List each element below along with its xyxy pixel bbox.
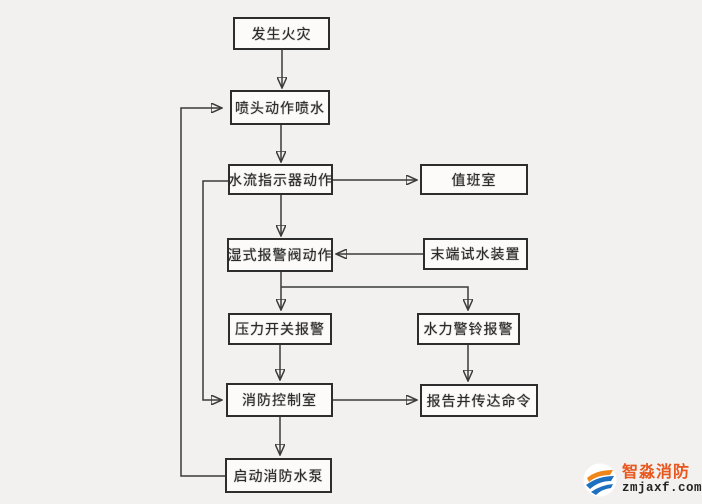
node-fire-control-room: 消防控制室 xyxy=(226,383,333,417)
node-pressure-switch-alarm: 压力开关报警 xyxy=(228,313,332,345)
node-hydraulic-alarm-bell: 水力警铃报警 xyxy=(417,313,520,345)
brand-text-block: 智淼消防 zmjaxf.com xyxy=(622,463,702,496)
node-end-test-device: 末端试水装置 xyxy=(423,238,528,270)
node-report-command: 报告并传达命令 xyxy=(420,384,538,417)
arrow-wetvalve-to-bell xyxy=(281,286,468,309)
node-duty-room: 值班室 xyxy=(420,164,528,195)
brand-name: 智淼消防 xyxy=(622,463,691,481)
arrow-flowind-to-controlroom xyxy=(202,180,228,400)
node-wet-alarm-valve: 湿式报警阀动作 xyxy=(227,238,333,272)
node-water-flow-indicator: 水流指示器动作 xyxy=(228,164,333,195)
brand-logo-icon xyxy=(583,463,617,497)
node-fire-occurs: 发生火灾 xyxy=(233,17,330,50)
arrow-pump-feedback-to-sprinkler xyxy=(180,108,225,477)
node-start-fire-pump: 启动消防水泵 xyxy=(225,458,332,493)
node-sprinkler-sprays: 喷头动作喷水 xyxy=(230,90,330,125)
brand-domain: zmjaxf.com xyxy=(622,481,702,496)
brand-watermark: 智淼消防 zmjaxf.com xyxy=(583,463,702,497)
